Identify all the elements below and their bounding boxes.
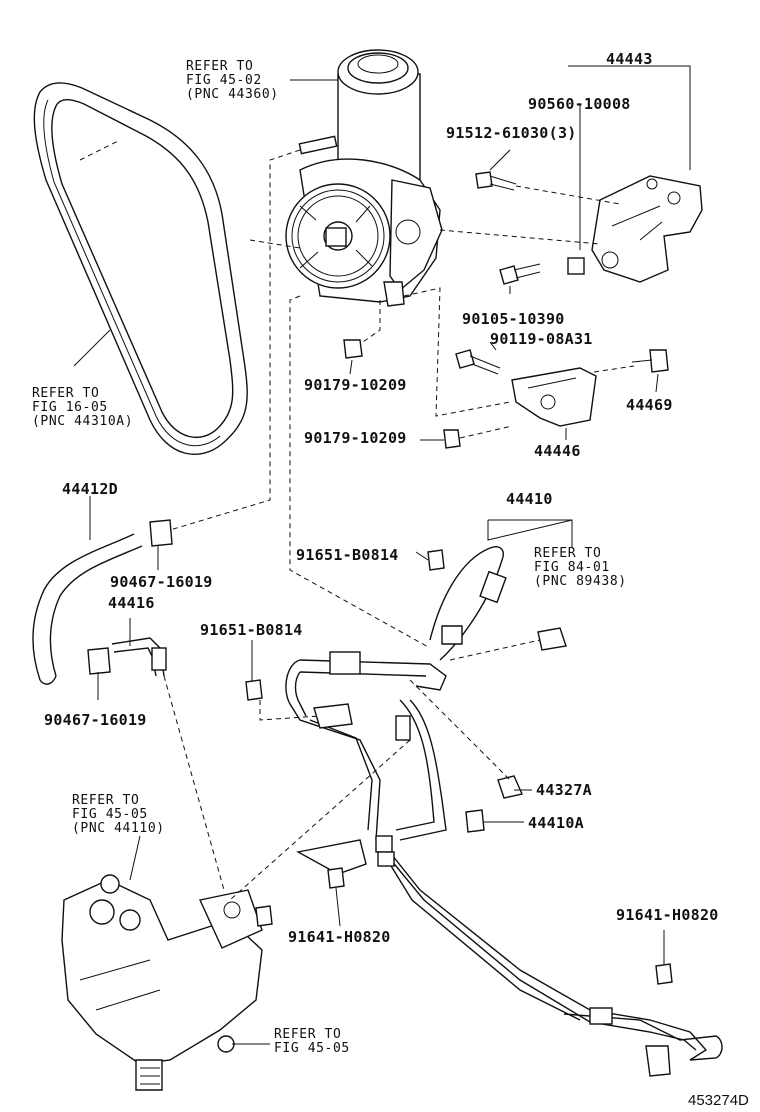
- part-44412D[interactable]: 44412D: [62, 480, 118, 498]
- part-44446[interactable]: 44446: [534, 442, 581, 460]
- return-hoses: [32, 519, 173, 685]
- reservoir-reference[interactable]: REFER TO FIG 45-02 (PNC 44360): [186, 59, 279, 102]
- part-91641-H0820-left[interactable]: 91641-H0820: [288, 928, 391, 946]
- part-44327A[interactable]: 44327A: [536, 781, 592, 799]
- pressure-lines: [285, 546, 723, 1077]
- part-91641-H0820-right[interactable]: 91641-H0820: [616, 906, 719, 924]
- line-bolts: [245, 549, 673, 985]
- support-44446: [511, 367, 597, 427]
- part-91512-61030[interactable]: 91512-61030(3): [446, 124, 577, 142]
- part-90119-08A31[interactable]: 90119-08A31: [490, 330, 593, 348]
- part-44443[interactable]: 44443: [606, 50, 653, 68]
- part-44410[interactable]: 44410: [506, 490, 553, 508]
- part-90179-10209-upper[interactable]: 90179-10209: [304, 376, 407, 394]
- part-44416[interactable]: 44416: [108, 594, 155, 612]
- part-90105-10390[interactable]: 90105-10390: [462, 310, 565, 328]
- power-steering-pump: [285, 49, 443, 307]
- bolts-upper: [343, 171, 669, 449]
- alignment-lines: [79, 139, 635, 901]
- steering-gear-box: [61, 874, 273, 1091]
- gearbox-reference[interactable]: REFER TO FIG 45-05 (PNC 44110): [72, 793, 165, 836]
- part-44469[interactable]: 44469: [626, 396, 673, 414]
- part-90467-16019-upper[interactable]: 90467-16019: [110, 573, 213, 591]
- part-44410A[interactable]: 44410A: [528, 814, 584, 832]
- cooler-reference[interactable]: REFER TO FIG 84-01 (PNC 89438): [534, 546, 627, 589]
- part-90560-10008[interactable]: 90560-10008: [528, 95, 631, 113]
- pump-bracket: [567, 175, 703, 283]
- part-90467-16019-lower[interactable]: 90467-16019: [44, 711, 147, 729]
- leader-lines: [73, 65, 691, 1045]
- part-91651-B0814-upper[interactable]: 91651-B0814: [296, 546, 399, 564]
- diagram-id: 453274D: [688, 1092, 749, 1109]
- part-90179-10209-lower[interactable]: 90179-10209: [304, 429, 407, 447]
- gear-bottom-reference[interactable]: REFER TO FIG 45-05: [274, 1027, 350, 1056]
- part-91651-B0814-lower[interactable]: 91651-B0814: [200, 621, 303, 639]
- belt-reference[interactable]: REFER TO FIG 16-05 (PNC 44310A): [32, 386, 134, 429]
- drive-belt: [33, 82, 248, 456]
